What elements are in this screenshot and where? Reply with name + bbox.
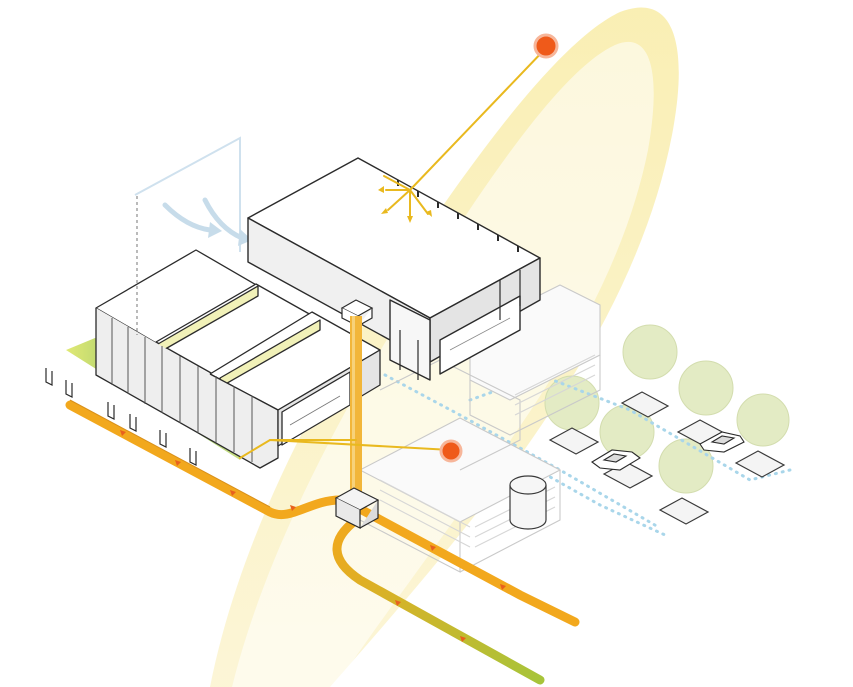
tree-canopy-icon — [658, 438, 714, 494]
wind-screen — [134, 136, 241, 252]
tree-canopy-icon — [544, 375, 600, 431]
car-icon — [591, 449, 641, 471]
flow-marker — [430, 545, 436, 551]
flow-marker — [120, 430, 126, 436]
energy-system — [65, 316, 580, 685]
water-tank — [509, 475, 547, 530]
flow-marker — [500, 584, 506, 590]
fence-posts — [45, 368, 197, 466]
flow-marker — [290, 505, 296, 511]
flow-marker — [460, 636, 466, 642]
parking-pad — [620, 391, 670, 418]
sun-icon — [439, 439, 463, 463]
parking-pad — [658, 497, 710, 525]
parking-pad — [548, 427, 600, 455]
tree-canopy-icon — [678, 360, 734, 416]
sun-rays — [239, 47, 547, 459]
pipe-right — [357, 505, 580, 627]
wind-arrow-icon — [162, 202, 213, 233]
main-block — [247, 157, 541, 381]
parking-pad — [734, 450, 786, 478]
sun-low — [439, 439, 463, 463]
car-icon — [699, 431, 745, 453]
flow-marker — [395, 600, 401, 606]
pipe-green — [332, 515, 545, 685]
flow-marker — [230, 490, 236, 496]
vertical-shaft — [350, 316, 362, 494]
flow-marker — [175, 460, 181, 466]
tree-canopy-icon — [622, 324, 678, 380]
sun-ray-high — [409, 47, 547, 191]
left-block — [95, 249, 381, 469]
cars — [591, 431, 745, 471]
sun-high — [533, 33, 559, 59]
sun-icon — [533, 33, 559, 59]
ray-arrowheads — [378, 186, 432, 223]
tree-canopy-icon — [736, 393, 790, 447]
wind-arrow-icon — [202, 197, 245, 241]
